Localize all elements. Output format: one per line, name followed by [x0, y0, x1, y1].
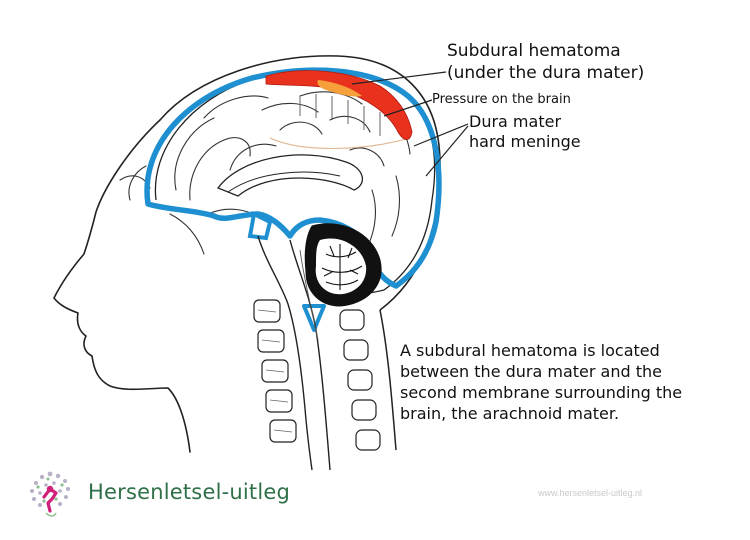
hematoma-label-line1: Subdural hematoma — [447, 41, 621, 61]
dura-mater-label: Dura mater hard meninge — [469, 112, 581, 152]
cerebellum — [304, 223, 382, 307]
hematoma-core — [317, 80, 362, 97]
label-leader-lines — [351, 71, 469, 177]
neck-back-outline — [379, 309, 397, 451]
brainstem — [257, 235, 313, 471]
tentorium — [247, 211, 273, 241]
description-line3: second membrane surrounding the — [400, 383, 683, 402]
pressure-label: Pressure on the brain — [432, 92, 571, 107]
pressure-arrows — [299, 94, 381, 136]
pressure-zone-outline — [269, 137, 411, 149]
dura-mater-label-line1: Dura mater — [469, 112, 562, 131]
description-line4: brain, the arachnoid mater. — [400, 404, 620, 423]
brand-name: Hersenletsel-uitleg — [88, 480, 291, 504]
brain-logo-icon — [30, 471, 70, 517]
hematoma-label-line2: (under the dura mater) — [447, 63, 645, 83]
website-url: www.hersenletsel-uitleg.nl — [538, 488, 643, 498]
dura-mater-label-line2: hard meninge — [469, 132, 581, 151]
description-line1: A subdural hematoma is located — [400, 341, 660, 360]
description-line2: between the dura mater and the — [400, 362, 662, 381]
corpus-callosum — [216, 154, 364, 197]
hematoma-label: Subdural hematoma (under the dura mater) — [447, 40, 644, 84]
description-text: A subdural hematoma is located between t… — [400, 340, 745, 424]
head-profile-outline — [53, 119, 191, 453]
hematoma — [265, 70, 413, 140]
